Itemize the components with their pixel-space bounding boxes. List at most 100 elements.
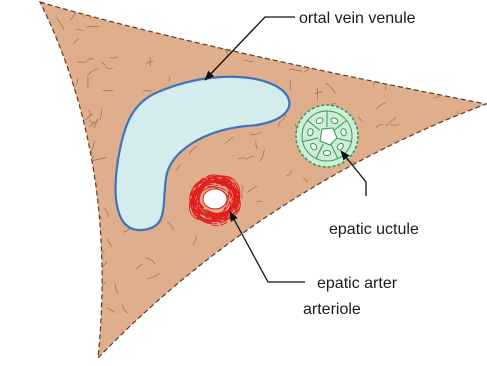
tissue-fiber — [377, 325, 386, 328]
tissue-fiber — [435, 74, 440, 87]
tissue-fiber — [443, 340, 445, 346]
tissue-fiber — [54, 134, 63, 137]
tissue-fiber — [468, 26, 478, 34]
tissue-fiber — [388, 253, 390, 260]
hepatic-artery-label-line2: arteriole — [303, 301, 361, 318]
tissue-fiber — [329, 183, 342, 186]
tissue-fiber — [248, 8, 252, 13]
tissue-fiber — [65, 95, 70, 103]
tissue-fiber — [197, 340, 198, 348]
tissue-fiber — [78, 327, 85, 338]
tissue-fiber — [423, 337, 430, 341]
tissue-fiber — [42, 347, 53, 348]
tissue-fiber — [56, 228, 62, 229]
tissue-fiber — [85, 311, 92, 314]
tissue-fiber — [442, 46, 443, 57]
tissue-fiber — [388, 52, 392, 57]
tissue-fiber — [242, 344, 253, 352]
tissue-fiber — [41, 270, 43, 279]
tissue-fiber — [93, 320, 100, 329]
tissue-fiber — [70, 329, 75, 334]
tissue-fiber — [201, 292, 210, 296]
tissue-fiber — [79, 112, 80, 121]
tissue-fiber — [80, 157, 87, 162]
tissue-fiber — [436, 40, 445, 41]
tissue-fiber — [339, 258, 351, 263]
tissue-fiber — [366, 329, 372, 336]
tissue-fiber — [468, 167, 471, 171]
tissue-fiber — [469, 63, 473, 68]
tissue-fiber — [440, 191, 445, 197]
tissue-fiber — [242, 323, 251, 330]
tissue-fiber — [251, 247, 259, 256]
tissue-fiber — [322, 43, 323, 49]
arteriole-lumen — [203, 189, 227, 209]
tissue-fiber — [344, 52, 351, 62]
tissue-fiber — [368, 57, 375, 66]
tissue-fiber — [200, 28, 205, 35]
tissue-fiber — [462, 134, 471, 141]
tissue-fiber — [463, 218, 471, 221]
tissue-fiber — [154, 12, 155, 25]
tissue-fiber — [315, 31, 322, 35]
tissue-fiber — [439, 285, 443, 289]
tissue-fiber — [255, 284, 261, 290]
tissue-fiber — [242, 292, 251, 297]
tissue-fiber — [291, 324, 296, 326]
tissue-fiber — [49, 124, 52, 129]
tissue-fiber — [396, 194, 408, 201]
tissue-fiber — [46, 280, 47, 289]
tissue-fiber — [43, 131, 51, 138]
tissue-fiber — [397, 73, 399, 78]
tissue-fiber — [81, 178, 83, 183]
tissue-fiber — [338, 64, 341, 70]
tissue-fiber — [84, 278, 95, 285]
tissue-fiber — [470, 233, 473, 243]
tissue-fiber — [473, 266, 475, 279]
tissue-fiber — [381, 248, 383, 255]
tissue-fiber — [418, 283, 422, 287]
tissue-fiber — [405, 67, 412, 72]
portal-triad-tissue — [40, 2, 486, 358]
tissue-fiber — [77, 261, 83, 265]
tissue-fiber — [82, 211, 86, 218]
tissue-fiber — [401, 350, 412, 355]
tissue-fiber — [288, 230, 295, 235]
tissue-fiber — [47, 296, 50, 303]
tissue-fiber — [238, 37, 242, 40]
tissue-fiber — [465, 284, 478, 285]
tissue-fiber — [317, 234, 320, 240]
tissue-fiber — [379, 327, 382, 332]
tissue-fiber — [40, 168, 45, 175]
tissue-fiber — [293, 18, 298, 26]
tissue-fiber — [323, 334, 324, 340]
tissue-fiber — [223, 258, 232, 259]
tissue-fiber — [464, 304, 467, 308]
tissue-fiber — [466, 57, 476, 59]
tissue-fiber — [242, 259, 249, 262]
tissue-fiber — [237, 335, 247, 341]
tissue-fiber — [335, 330, 337, 336]
tissue-fiber — [213, 311, 215, 322]
hepatic-ductule-label: epatic uctule — [329, 221, 419, 238]
tissue-fiber — [439, 247, 450, 254]
tissue-fiber — [462, 185, 467, 188]
tissue-fiber — [439, 195, 447, 200]
tissue-fiber — [241, 310, 248, 318]
tissue-fiber — [477, 16, 483, 27]
tissue-fiber — [476, 333, 479, 342]
tissue-fiber — [184, 15, 186, 20]
tissue-fiber — [84, 226, 93, 232]
tissue-fiber — [410, 339, 415, 346]
tissue-fiber — [460, 119, 465, 126]
tissue-fiber — [243, 308, 247, 313]
tissue-fiber — [377, 178, 380, 184]
ductule-cell-nucleus — [323, 150, 330, 155]
tissue-fiber — [353, 343, 360, 350]
tissue-fiber — [344, 201, 348, 212]
tissue-fiber — [266, 311, 274, 322]
tissue-fiber — [234, 31, 240, 44]
tissue-fiber — [340, 213, 343, 218]
portal-vein-venule-label: ortal vein venule — [299, 10, 416, 27]
